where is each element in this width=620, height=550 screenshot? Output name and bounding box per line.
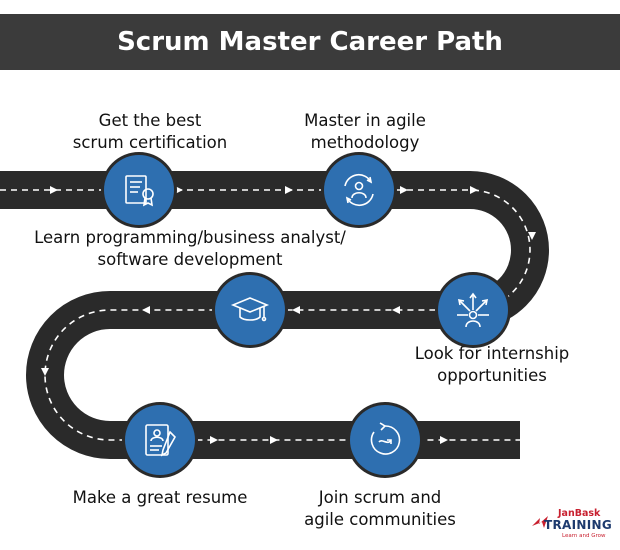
agile-cycle-icon [344, 173, 374, 207]
direction-arrows [41, 186, 536, 444]
page-title: Scrum Master Career Path [117, 27, 503, 57]
step-node-programming [215, 275, 285, 345]
opportunities-icon [457, 292, 489, 328]
certificate-icon [125, 175, 154, 207]
logo-tagline: Learn and Grow [562, 533, 606, 539]
road-lane-markings [0, 189, 531, 441]
resume-icon [145, 424, 176, 457]
janbask-logo: JanBask TRAINING Learn and Grow [530, 508, 620, 548]
logo-brand: JanBask [558, 508, 601, 519]
step-node-certification [104, 155, 174, 225]
community-cycle-icon [370, 422, 401, 455]
logo-swoosh-icon [532, 516, 548, 528]
step-node-communities [350, 405, 420, 475]
logo-main: TRAINING [544, 518, 612, 532]
step-label-programming: Learn programming/business analyst/softw… [34, 228, 346, 269]
step-node-resume [125, 405, 195, 475]
step-node-internship [438, 275, 508, 345]
step-label-resume: Make a great resume [72, 488, 248, 507]
title-banner: Scrum Master Career Path [0, 14, 620, 70]
step-node-agile [324, 155, 394, 225]
graduation-cap-icon [230, 297, 270, 322]
